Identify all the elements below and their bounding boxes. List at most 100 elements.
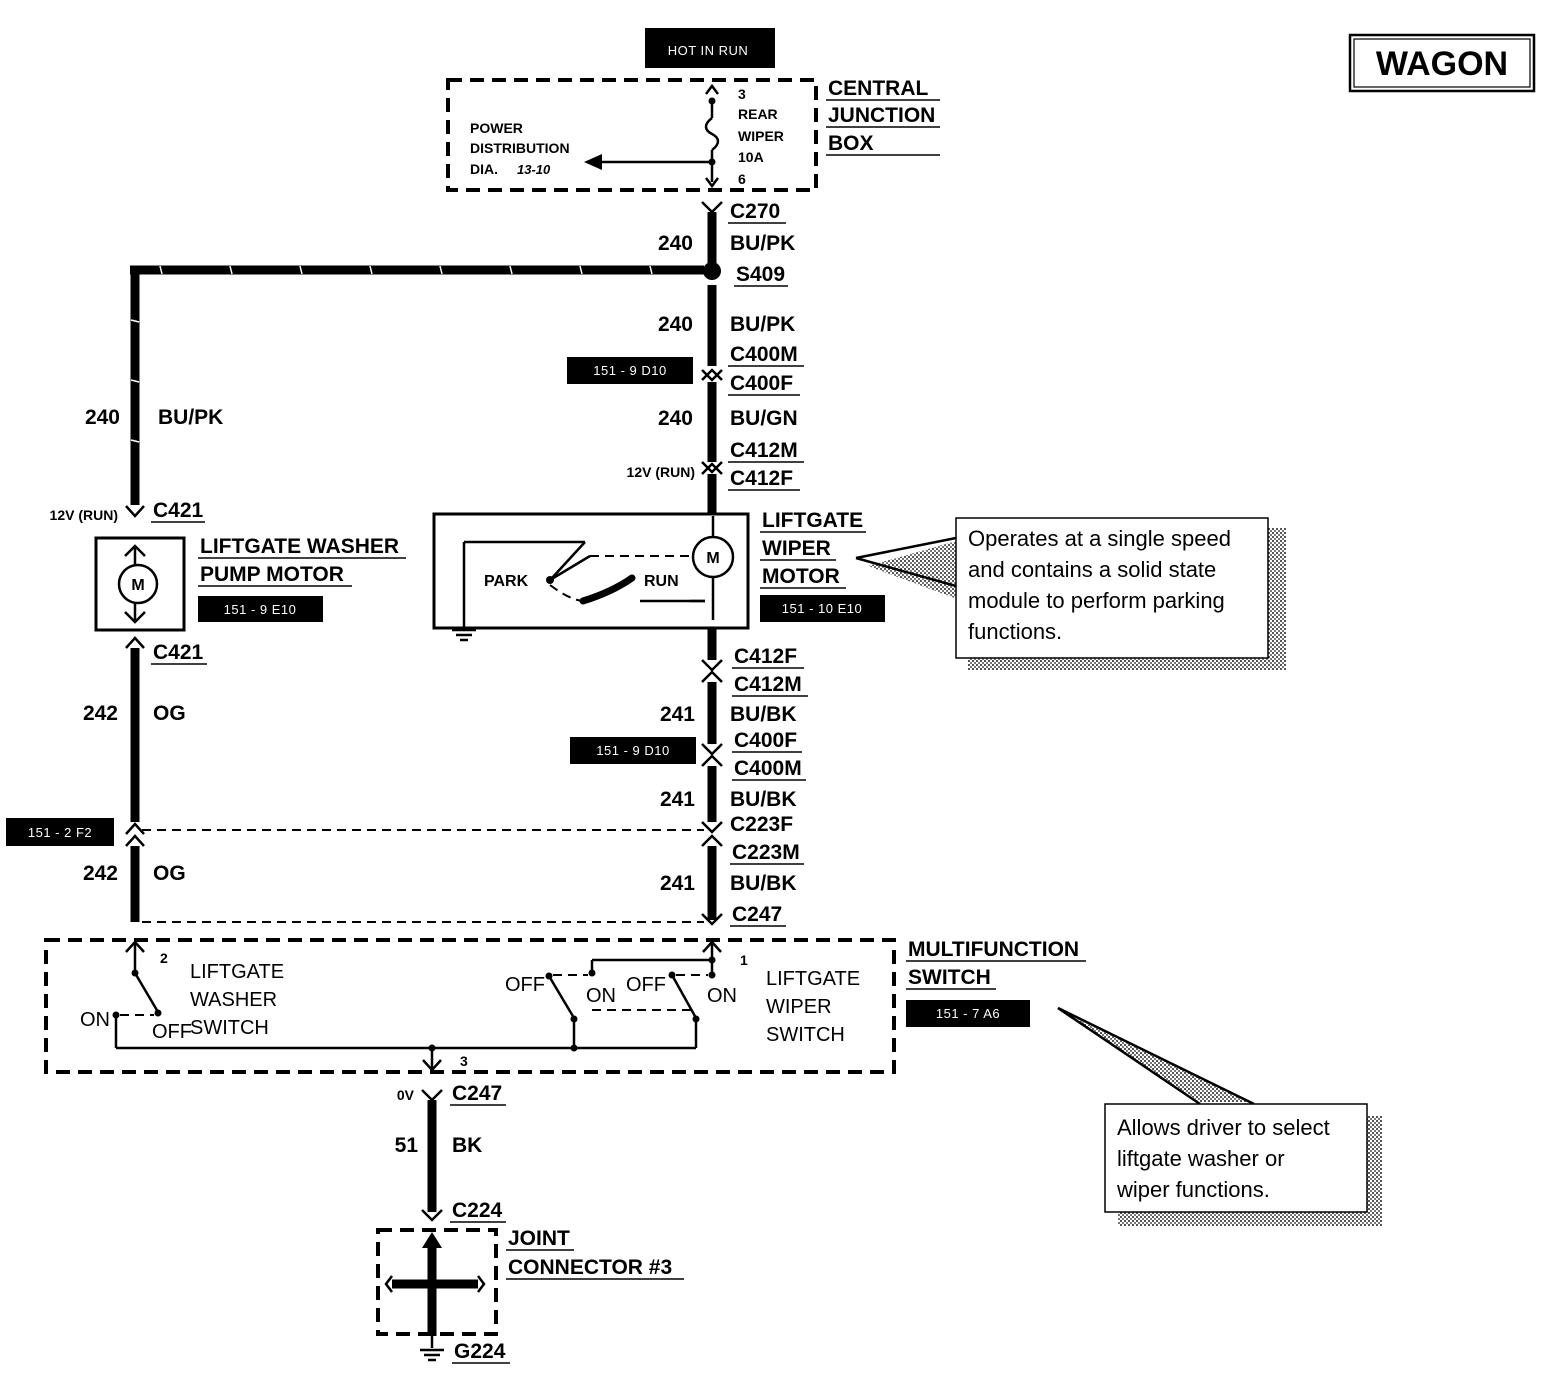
wire-bk-label: BK <box>452 1134 482 1157</box>
wire-51 <box>421 1089 443 1222</box>
c247-label-bottom: C247 <box>452 1082 502 1105</box>
fuse-icon <box>704 117 720 151</box>
joint-connector-label-2: CONNECTOR #3 <box>508 1256 672 1279</box>
wire-bugn-label: BU/GN <box>730 407 798 430</box>
wiper-motor-label-3: MOTOR <box>762 565 840 588</box>
c412m-label-bottom: C412M <box>734 673 802 696</box>
wire-241-label-3: 241 <box>660 872 695 895</box>
ref-151-9-d10-top: 151 - 9 D10 <box>567 357 693 384</box>
wiper-motor-label-1: LIFTGATE <box>762 509 863 532</box>
switch-note-line-1: Allows driver to select <box>1117 1115 1330 1140</box>
fuse-pin-top: 3 <box>738 86 746 102</box>
wire-242-label-1: 242 <box>83 702 118 725</box>
c421-label-top: C421 <box>153 499 204 522</box>
g224-label: G224 <box>454 1340 506 1363</box>
ref-151-10-e10: 151 - 10 E10 <box>760 595 885 622</box>
multifunction-label-1: MULTIFUNCTION <box>908 938 1079 961</box>
c400f-label-bottom: C400F <box>734 729 797 752</box>
wire-og-label-2: OG <box>153 862 186 885</box>
ref-151-7-a6: 151 - 7 A6 <box>906 1000 1030 1027</box>
switch-note-line-3: wiper functions. <box>1116 1177 1270 1202</box>
ground-icon-wiper <box>452 620 476 642</box>
wire-bupk-label-2: BU/PK <box>730 313 795 336</box>
ref-151-9-e10: 151 - 9 E10 <box>198 596 323 622</box>
wiper-switch-label-3: SWITCH <box>766 1024 845 1046</box>
power-dist-line2: DISTRIBUTION <box>470 140 570 156</box>
wire-241 <box>701 628 723 926</box>
wiper-motor: M PARK RUN <box>432 512 750 642</box>
wiper-switch-label-1: LIFTGATE <box>766 968 860 990</box>
c247-label-top: C247 <box>732 903 782 926</box>
ref-151-2-f2: 151 - 2 F2 <box>6 818 114 846</box>
wire-51-label: 51 <box>395 1134 419 1157</box>
c400m-label-bottom: C400M <box>734 757 802 780</box>
fuse-name-1: REAR <box>738 106 778 122</box>
washer-off-label: OFF <box>152 1021 192 1043</box>
hot-in-run-text: HOT IN RUN <box>668 43 749 58</box>
wire-bubk-label-2: BU/BK <box>730 788 797 811</box>
ref-151-2-f2-text: 151 - 2 F2 <box>28 825 92 840</box>
washer-on-label: ON <box>80 1009 110 1031</box>
switch-pin-1: 1 <box>740 952 748 968</box>
wire-240-label-left: 240 <box>85 406 120 429</box>
cjb-label-2: JUNCTION <box>828 104 935 127</box>
ref-151-9-e10-text: 151 - 9 E10 <box>224 602 297 617</box>
fuse-name-2: WIPER <box>738 128 784 144</box>
wire-240-label-3: 240 <box>658 407 693 430</box>
joint-connector-3 <box>376 1228 498 1336</box>
washer-motor-icon <box>117 563 159 605</box>
wagon-badge: WAGON <box>1348 33 1536 93</box>
switch-pin-2: 2 <box>160 950 168 966</box>
wire-242-label-2: 242 <box>83 862 118 885</box>
wire-240-label-2: 240 <box>658 313 693 336</box>
wire-bubk-label-3: BU/BK <box>730 872 797 895</box>
ref-151-10-e10-text: 151 - 10 E10 <box>782 601 862 616</box>
wagon-label: WAGON <box>1376 45 1508 83</box>
wire-242 <box>125 636 145 922</box>
wiper-off-label-2: OFF <box>626 974 666 996</box>
c421-label-bottom: C421 <box>153 641 204 664</box>
power-dist-ref: 13-10 <box>517 162 551 177</box>
c400f-label-top: C400F <box>730 372 793 395</box>
wiper-note-line-3: module to perform parking <box>968 588 1225 613</box>
washer-pump-motor: M <box>94 536 186 632</box>
cjb-label-1: CENTRAL <box>828 77 928 100</box>
joint-connector-label-1: JOINT <box>508 1227 570 1250</box>
washer-switch-label-1: LIFTGATE <box>190 961 284 983</box>
voltage-0v: 0V <box>397 1087 415 1103</box>
c400m-label-top: C400M <box>730 343 798 366</box>
voltage-12v-washer: 12V (RUN) <box>50 507 118 523</box>
switch-pin-3: 3 <box>460 1053 468 1069</box>
wiper-switch-label-2: WIPER <box>766 996 832 1018</box>
splice-s409-icon <box>703 262 721 280</box>
multifunction-switch: 2 ON OFF LIFTGATE WASHER SWITCH 1 OFF ON… <box>44 938 896 1074</box>
wiper-on-label-2: ON <box>707 985 737 1007</box>
wire-og-label-1: OG <box>153 702 186 725</box>
c223m-label: C223M <box>732 841 800 864</box>
fuse-pin-bottom: 6 <box>738 171 746 187</box>
c412m-label-top: C412M <box>730 439 798 462</box>
c412f-label-top: C412F <box>730 467 793 490</box>
ref-151-9-d10-bottom: 151 - 9 D10 <box>570 737 696 764</box>
ref-151-7-a6-text: 151 - 7 A6 <box>936 1006 1000 1021</box>
c223f-label: C223F <box>730 813 793 836</box>
c412f-label-bottom: C412F <box>734 645 797 668</box>
wire-240-left <box>125 265 704 518</box>
ground-icon-g224 <box>420 1336 444 1362</box>
wiper-note-line-2: and contains a solid state <box>968 557 1216 582</box>
washer-motor-symbol: M <box>131 577 144 594</box>
wire-241-label-1: 241 <box>660 703 695 726</box>
wiper-run-label: RUN <box>644 573 679 590</box>
ref-151-9-d10-bottom-text: 151 - 9 D10 <box>596 743 669 758</box>
multifunction-label-2: SWITCH <box>908 966 991 989</box>
wiper-note-line-1: Operates at a single speed <box>968 526 1231 551</box>
wiper-note-callout: Operates at a single speed and contains … <box>855 517 1286 670</box>
wiper-note-line-4: functions. <box>968 619 1062 644</box>
power-dist-arrow-icon <box>584 154 602 170</box>
voltage-12v-wiper: 12V (RUN) <box>627 464 695 480</box>
wiper-on-label-1: ON <box>586 985 616 1007</box>
power-dist-line1: POWER <box>470 120 523 136</box>
switch-note-callout: Allows driver to select liftgate washer … <box>1057 1006 1382 1226</box>
central-junction-box: POWER DISTRIBUTION DIA. 13-10 3 REAR WIP… <box>446 77 940 192</box>
